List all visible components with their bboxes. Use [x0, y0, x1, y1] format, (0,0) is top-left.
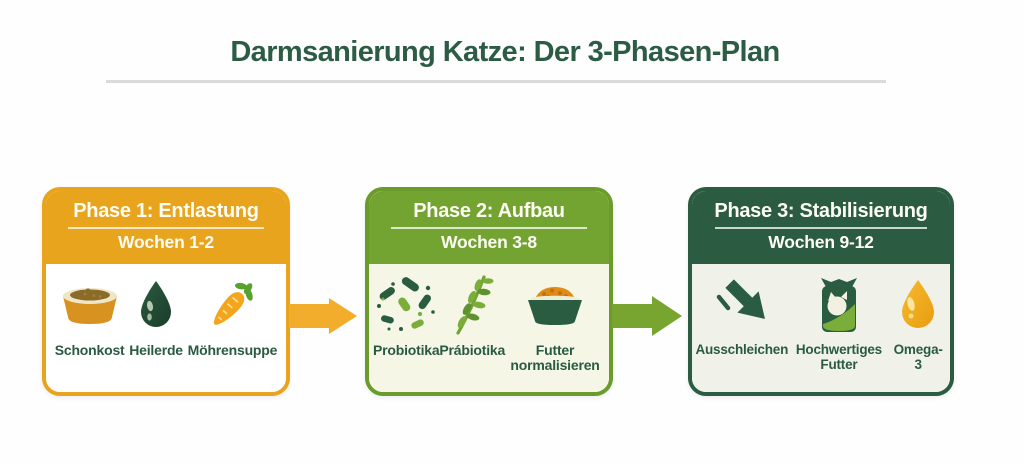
- phase-2-header: Phase 2: Aufbau Wochen 3-8: [369, 191, 609, 264]
- prebiotics-branch-icon: [448, 273, 496, 337]
- phase-1-header: Phase 1: Entlastung Wochen 1-2: [46, 191, 286, 264]
- healing-clay-drop-icon: [136, 273, 176, 337]
- item-ausschleichen: Ausschleichen: [695, 264, 789, 358]
- phase-3-title: Phase 3: Stabilisierung: [714, 200, 928, 222]
- omega3-drop-icon: [897, 273, 939, 337]
- probiotics-icon: [375, 273, 437, 337]
- phase-2-card: Phase 2: Aufbau Wochen 3-8: [365, 187, 613, 396]
- phase-3-header-divider: [715, 227, 927, 229]
- item-futter-normalisieren: Futter normalisieren: [505, 264, 605, 373]
- food-bowl-green-icon: [520, 273, 590, 337]
- phase-1-weeks: Wochen 1-2: [118, 232, 214, 252]
- item-label: Hochwertiges Futter: [795, 342, 882, 372]
- item-moehrensuppe: Möhrensuppe: [187, 264, 278, 358]
- arrow-right-icon: [612, 296, 682, 336]
- item-praebiotika: Prábiotika: [439, 264, 505, 358]
- item-heilerde: Heilerde: [129, 264, 183, 358]
- carrot-icon: [203, 273, 261, 337]
- phase-2-body: Probiotika: [369, 264, 609, 392]
- item-omega-3: Omega-3: [890, 264, 946, 372]
- item-hochwertiges-futter: Hochwertiges Futter: [788, 264, 891, 372]
- item-label: Ausschleichen: [695, 342, 789, 357]
- phase-3-weeks: Wochen 9-12: [768, 232, 874, 252]
- arrow-right-icon: [289, 298, 357, 334]
- item-probiotika: Probiotika: [372, 264, 440, 358]
- phase-3-card: Phase 3: Stabilisierung Wochen 9-12: [688, 187, 954, 396]
- title-divider: [106, 80, 886, 83]
- phase-1-title: Phase 1: Entlastung: [73, 200, 259, 222]
- item-label: Heilerde: [129, 342, 183, 358]
- item-label: Omega-3: [893, 342, 943, 372]
- item-label: Probiotika: [372, 342, 440, 358]
- item-label: Futter normalisieren: [510, 342, 600, 374]
- phase-1-card: Phase 1: Entlastung Wochen 1-2: [42, 187, 290, 396]
- phase-2-title: Phase 2: Aufbau: [413, 200, 565, 222]
- phase-2-weeks: Wochen 3-8: [441, 232, 537, 252]
- phase-1-body: Schonkost Heilerde: [46, 264, 286, 392]
- phase-3-body: Ausschleichen Hochwertiges F: [692, 264, 950, 392]
- food-bowl-icon: [59, 273, 121, 337]
- phase-2-header-divider: [390, 227, 588, 229]
- item-label: Schonkost: [54, 342, 125, 358]
- food-bag-icon: [816, 273, 862, 337]
- tapering-arrow-icon: [712, 273, 772, 337]
- item-label: Möhrensuppe: [187, 342, 278, 358]
- page-title: Darmsanierung Katze: Der 3-Phasen-Plan: [230, 36, 780, 68]
- phase-1-header-divider: [67, 227, 265, 229]
- item-schonkost: Schonkost: [55, 264, 125, 358]
- item-label: Prábiotika: [439, 342, 506, 358]
- phase-3-header: Phase 3: Stabilisierung Wochen 9-12: [692, 191, 950, 264]
